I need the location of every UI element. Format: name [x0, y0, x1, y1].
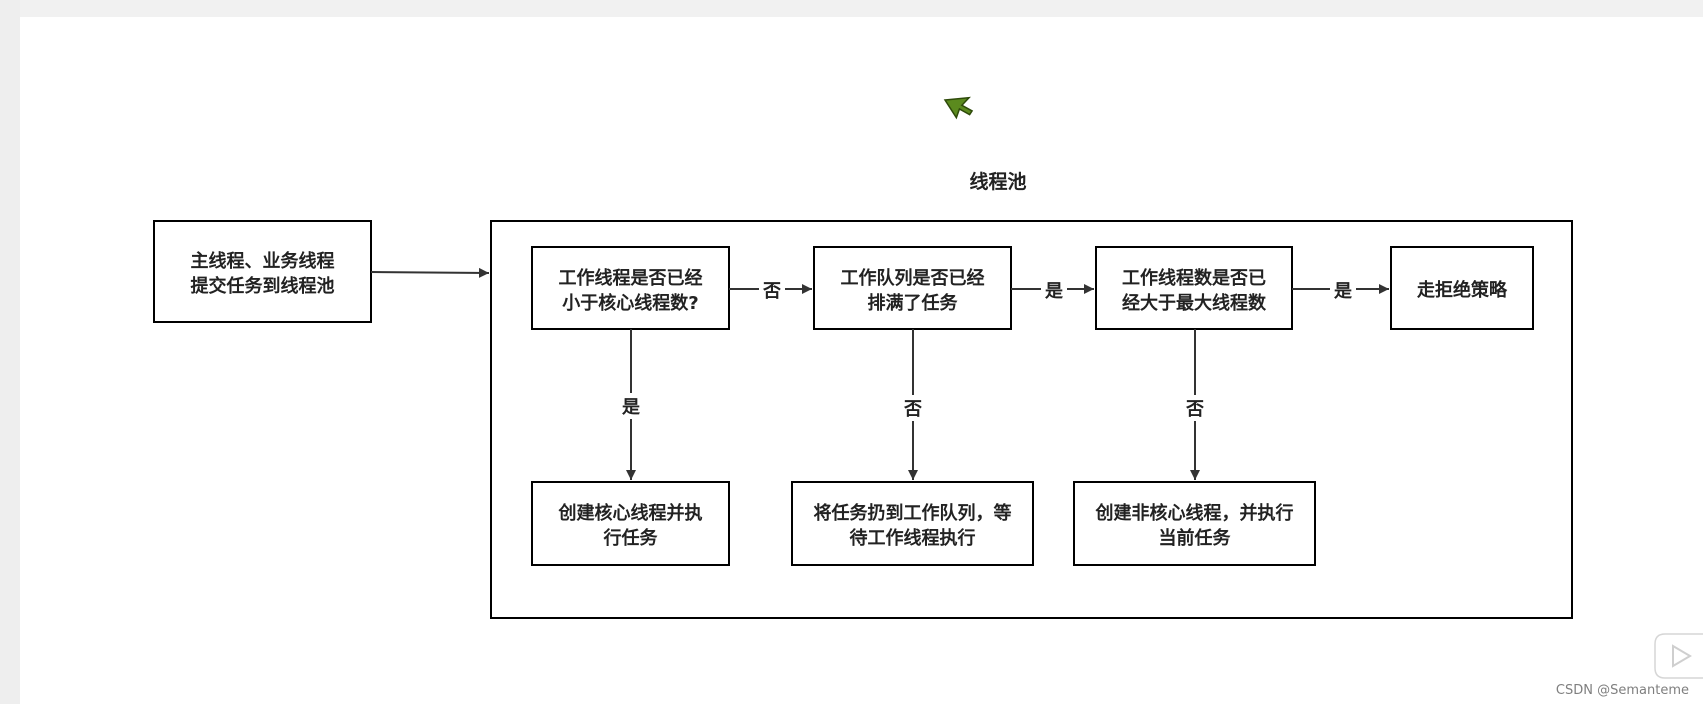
create-core-line-1: 创建核心线程并执 — [558, 502, 703, 524]
cursor-icon — [943, 96, 974, 120]
submit-node: 主线程、业务线程 提交任务到线程池 — [153, 220, 372, 323]
check-queue-line-2: 排满了任务 — [868, 292, 959, 314]
thread-pool-container — [490, 220, 1573, 619]
check-queue-node: 工作队列是否已经 排满了任务 — [813, 246, 1012, 330]
edge-label-core-to-queue: 否 — [762, 281, 781, 302]
enqueue-node: 将任务扔到工作队列，等 待工作线程执行 — [791, 481, 1034, 566]
create-noncore-line-2: 当前任务 — [1159, 527, 1232, 549]
thread-pool-title: 线程池 — [969, 170, 1026, 193]
edge-submit-to-pool — [370, 267, 490, 278]
submit-node-line-1: 主线程、业务线程 — [191, 250, 335, 272]
check-max-node: 工作线程数是否已 经大于最大线程数 — [1095, 246, 1293, 330]
edge-label-queue-to-enqueue: 否 — [903, 399, 922, 420]
create-noncore-node: 创建非核心线程，并执行 当前任务 — [1073, 481, 1316, 566]
edge-label-max-to-create: 否 — [1185, 399, 1204, 420]
create-core-node: 创建核心线程并执 行任务 — [531, 481, 730, 566]
create-noncore-line-1: 创建非核心线程，并执行 — [1095, 502, 1294, 524]
edge-label-queue-to-max: 是 — [1044, 281, 1063, 302]
watermark: CSDN @Semanteme — [1556, 683, 1689, 698]
create-core-line-2: 行任务 — [603, 527, 659, 549]
reject-node-line-1: 走拒绝策略 — [1417, 279, 1508, 301]
diagram-canvas — [20, 17, 1703, 704]
check-core-line-1: 工作线程是否已经 — [559, 267, 703, 289]
play-icon[interactable] — [1654, 633, 1703, 679]
enqueue-line-1: 将任务扔到工作队列，等 — [814, 502, 1012, 524]
left-edge-strip — [0, 0, 20, 704]
check-queue-line-1: 工作队列是否已经 — [841, 267, 985, 289]
check-core-node: 工作线程是否已经 小于核心线程数? — [531, 246, 730, 330]
check-core-line-2: 小于核心线程数? — [562, 292, 698, 314]
enqueue-line-2: 待工作线程执行 — [850, 527, 976, 549]
edge-label-core-to-create: 是 — [621, 397, 640, 418]
edge-label-max-to-reject: 是 — [1333, 281, 1352, 302]
check-max-line-1: 工作线程数是否已 — [1122, 267, 1266, 289]
submit-node-line-2: 提交任务到线程池 — [191, 275, 335, 297]
check-max-line-2: 经大于最大线程数 — [1122, 292, 1267, 314]
reject-node: 走拒绝策略 — [1390, 246, 1534, 330]
